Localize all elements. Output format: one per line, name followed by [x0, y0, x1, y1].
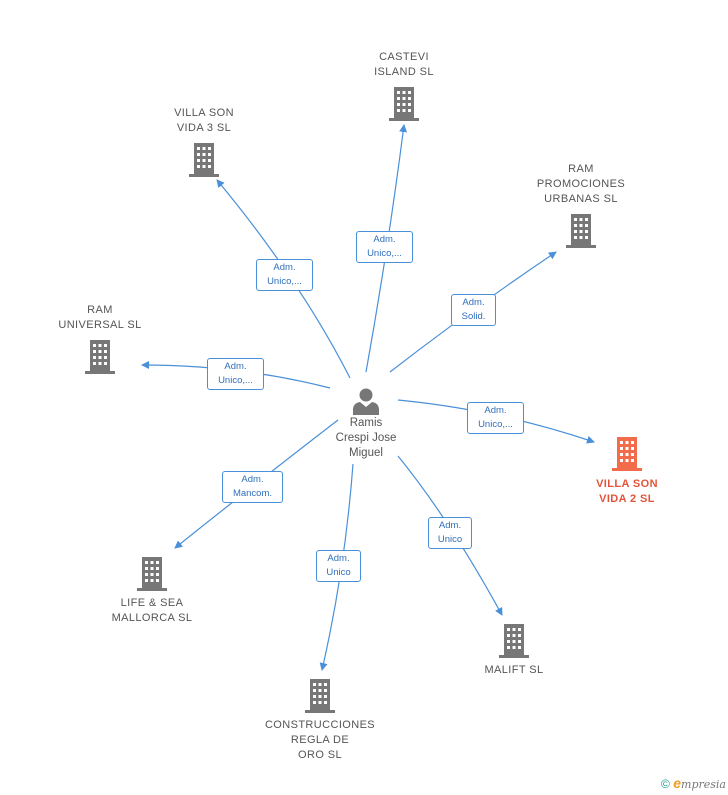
- edge-label-villa2[interactable]: Adm. Unico,...: [467, 402, 524, 434]
- company-node-villa2[interactable]: VILLA SON VIDA 2 SL: [572, 436, 682, 507]
- edge-label-lifesea[interactable]: Adm. Mancom.: [222, 471, 283, 503]
- building-icon: [189, 143, 219, 177]
- company-name-malift: MALIFT SL: [484, 664, 544, 676]
- edge-label-villa3[interactable]: Adm. Unico,...: [256, 259, 313, 291]
- edge-label-ramprom[interactable]: Adm. Solid.: [451, 294, 496, 326]
- company-node-construcciones[interactable]: CONSTRUCCIONES REGLA DE ORO SL: [255, 678, 385, 763]
- company-node-castevi[interactable]: CASTEVI ISLAND SL: [344, 50, 464, 122]
- company-node-villa3[interactable]: VILLA SON VIDA 3 SL: [144, 106, 264, 178]
- copyright-icon: ©: [661, 777, 670, 791]
- brand-logo-initial: e: [673, 775, 682, 791]
- building-icon: [137, 557, 167, 591]
- company-name-castevi: CASTEVI ISLAND SL: [374, 51, 434, 78]
- company-node-malift[interactable]: MALIFT SL: [464, 623, 564, 678]
- edge-label-malift[interactable]: Adm. Unico: [428, 517, 472, 549]
- company-name-ramuniv: RAM UNIVERSAL SL: [58, 304, 142, 331]
- center-person-name: Ramis Crespi Jose Miguel: [335, 417, 397, 459]
- building-icon: [85, 340, 115, 374]
- company-name-construcciones: CONSTRUCCIONES REGLA DE ORO SL: [264, 719, 376, 761]
- brand-name: mpresia: [681, 778, 726, 791]
- edge-label-construcciones[interactable]: Adm. Unico: [316, 550, 361, 582]
- company-node-lifesea[interactable]: LIFE & SEA MALLORCA SL: [92, 556, 212, 626]
- center-person-node[interactable]: Ramis Crespi Jose Miguel: [318, 386, 414, 461]
- building-icon: [566, 214, 596, 248]
- building-icon: [612, 437, 642, 471]
- company-node-ramprom[interactable]: RAM PROMOCIONES URBANAS SL: [516, 162, 646, 249]
- company-name-lifesea: LIFE & SEA MALLORCA SL: [111, 597, 193, 624]
- building-icon: [305, 679, 335, 713]
- company-name-villa3: VILLA SON VIDA 3 SL: [174, 107, 234, 134]
- company-name-ramprom: RAM PROMOCIONES URBANAS SL: [536, 163, 626, 205]
- company-name-villa2: VILLA SON VIDA 2 SL: [596, 478, 658, 505]
- building-icon: [499, 624, 529, 658]
- person-icon: [353, 388, 379, 415]
- edge-label-ramuniv[interactable]: Adm. Unico,...: [207, 358, 264, 390]
- building-icon: [389, 87, 419, 121]
- company-node-ramuniv[interactable]: RAM UNIVERSAL SL: [40, 303, 160, 375]
- footer-brand: © empresia: [661, 775, 726, 791]
- edge-label-castevi[interactable]: Adm. Unico,...: [356, 231, 413, 263]
